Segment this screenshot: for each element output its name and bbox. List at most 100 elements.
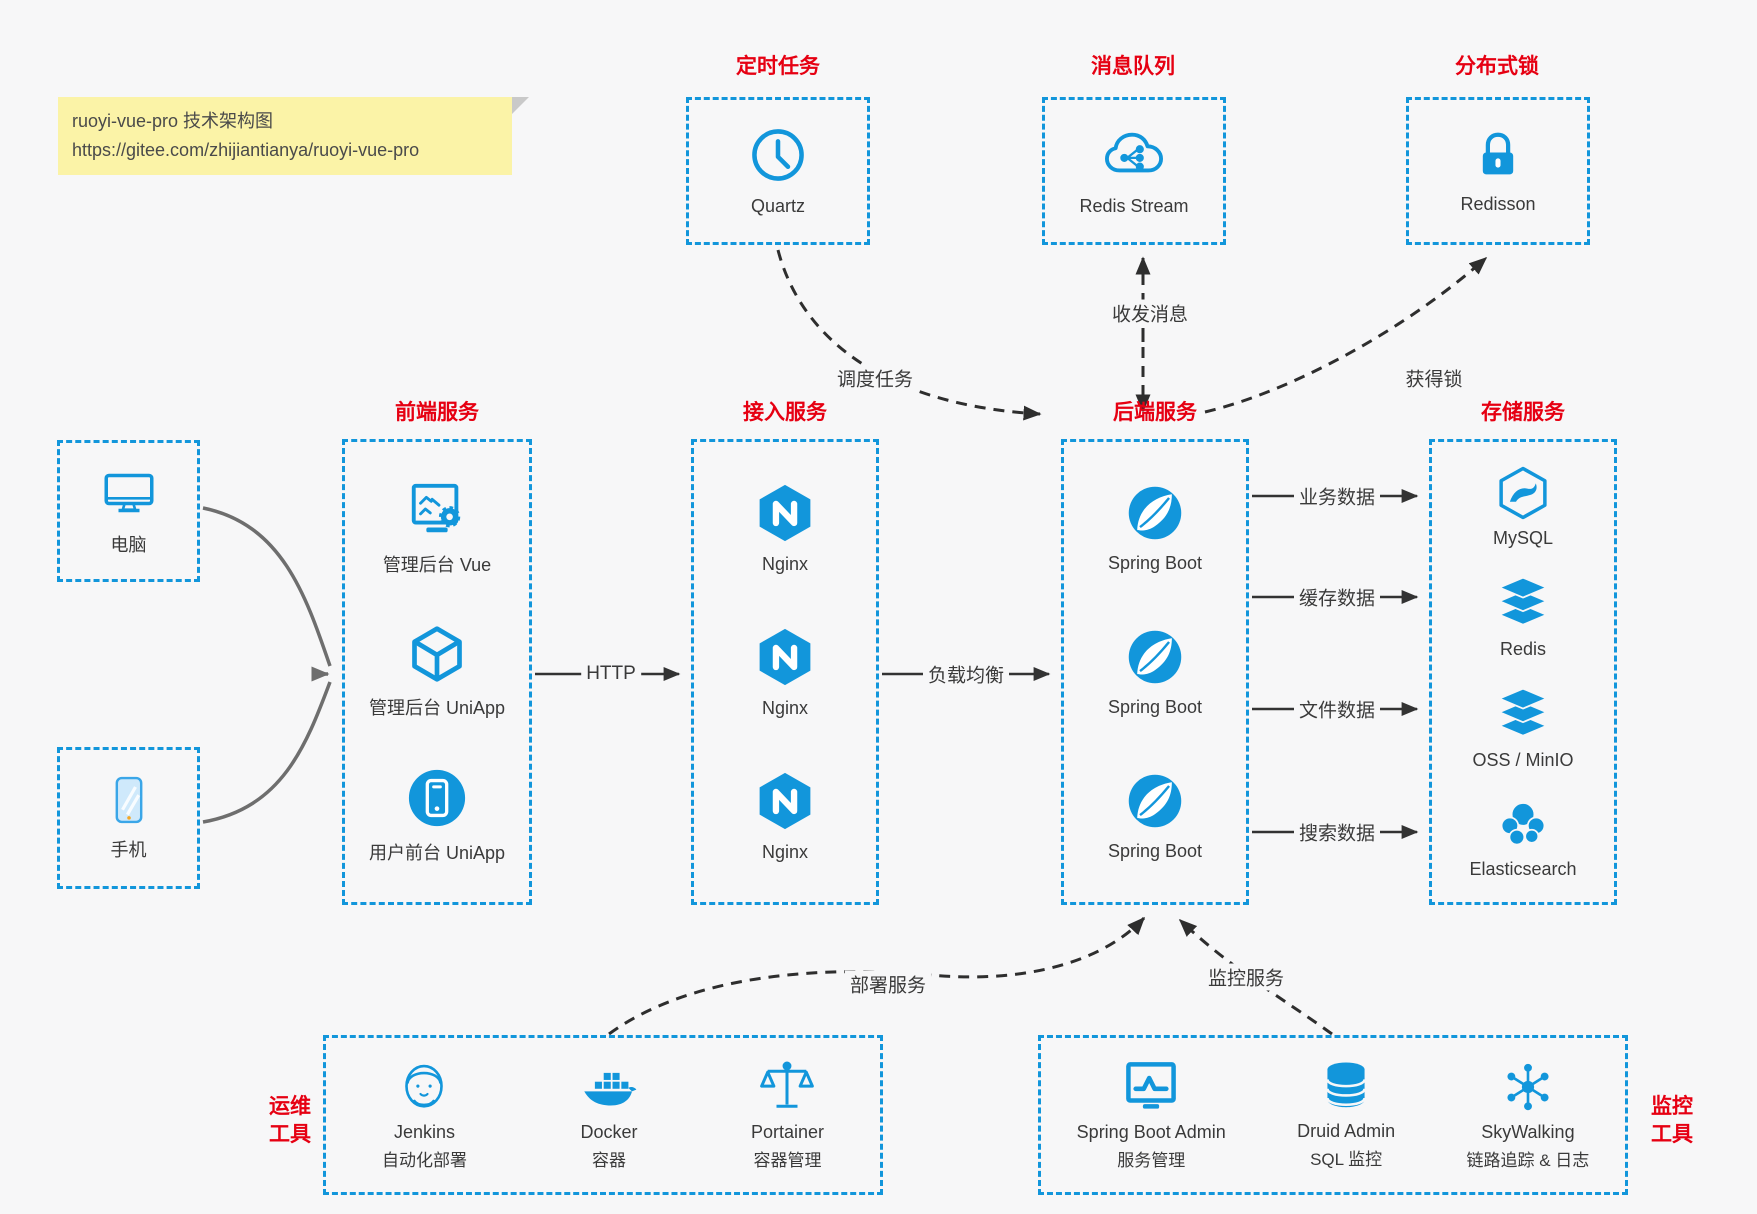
oss-minio-label: OSS / MinIO — [1472, 749, 1574, 770]
nginx-item: Nginx — [756, 770, 814, 863]
elasticsearch-cluster-icon — [1495, 796, 1551, 852]
nginx-item: Nginx — [756, 626, 814, 719]
backend-service-box: Spring Boot Spring Boot Spring Boot — [1061, 439, 1249, 905]
database-icon — [1319, 1060, 1373, 1114]
cloud-share-icon — [1103, 126, 1165, 184]
redisson-label: Redisson — [1460, 193, 1536, 214]
redis-stream-box: Redis Stream — [1042, 97, 1226, 245]
jenkins-icon — [396, 1059, 452, 1115]
edge-label-http: HTTP — [581, 663, 641, 685]
spring-boot-label: Spring Boot — [1107, 840, 1203, 861]
ops-tools-side-label: 运维 工具 — [269, 1095, 311, 1146]
ops-tools-box: Jenkins 自动化部署 Docker 容器 — [323, 1035, 883, 1195]
cube-icon — [407, 624, 467, 684]
vue-admin-label: 管理后台 Vue — [382, 555, 492, 576]
mobile-label: 手机 — [110, 840, 147, 860]
gateway-service-box: Nginx Nginx Nginx — [691, 439, 879, 905]
docker-desc: 容器 — [591, 1151, 626, 1170]
redisson-box: Redisson — [1406, 97, 1590, 245]
spring-boot-admin-desc: 服务管理 — [1117, 1151, 1186, 1170]
nginx-label: Nginx — [761, 553, 809, 574]
mysql-label: MySQL — [1492, 527, 1553, 548]
note-url: https://gitee.com/zhijiantianya/ruoyi-vu… — [72, 139, 420, 160]
edge-label-cache-data: 缓存数据 — [1293, 583, 1381, 611]
druid-admin-name: Druid Admin — [1297, 1121, 1396, 1141]
jenkins-item: Jenkins 自动化部署 — [382, 1059, 467, 1171]
section-title-scheduler: 定时任务 — [736, 55, 820, 78]
redis-item: Redis — [1494, 574, 1552, 660]
pc-label: 电脑 — [110, 535, 147, 555]
mobile-client-box: 手机 — [57, 747, 200, 889]
desktop-icon — [101, 465, 157, 521]
lock-icon — [1471, 128, 1525, 182]
docker-icon — [579, 1059, 639, 1115]
nginx-label: Nginx — [761, 841, 809, 862]
skywalking-desc: 链路追踪 & 日志 — [1466, 1151, 1590, 1170]
nginx-label: Nginx — [761, 697, 809, 718]
section-title-frontend: 前端服务 — [395, 401, 479, 424]
edge-label-search-data: 搜索数据 — [1293, 818, 1381, 846]
monitor-tools-box: Spring Boot Admin 服务管理 Druid Admin SQL 监… — [1038, 1035, 1628, 1195]
phone-circle-icon — [406, 767, 468, 829]
edge-label-file-data: 文件数据 — [1293, 695, 1381, 723]
spring-leaf-icon — [1125, 483, 1185, 543]
edge-label-deploy: 部署服务 — [844, 970, 932, 998]
quartz-box: Quartz — [686, 97, 870, 245]
section-title-mq: 消息队列 — [1091, 55, 1175, 78]
admin-dashboard-gear-icon — [406, 479, 468, 541]
edge-label-schedule: 调度任务 — [831, 364, 919, 392]
jenkins-name: Jenkins — [393, 1122, 455, 1142]
oss-minio-item: OSS / MinIO — [1472, 685, 1574, 771]
quartz-label: Quartz — [750, 195, 806, 216]
frontend-service-box: 管理后台 Vue 管理后台 UniApp 用户前台 UniApp — [342, 439, 532, 905]
edge-label-lock: 获得锁 — [1400, 364, 1468, 392]
spring-leaf-icon — [1125, 771, 1185, 831]
elasticsearch-item: Elasticsearch — [1469, 796, 1577, 880]
uniapp-user-item: 用户前台 UniApp — [369, 767, 505, 865]
mysql-icon — [1495, 465, 1551, 521]
spring-boot-item: Spring Boot — [1108, 483, 1202, 574]
uniapp-user-label: 用户前台 UniApp — [368, 842, 506, 863]
skywalking-item: SkyWalking 链路追踪 & 日志 — [1466, 1059, 1590, 1171]
mysql-item: MySQL — [1493, 465, 1553, 549]
uniapp-admin-label: 管理后台 UniApp — [368, 697, 506, 718]
spring-leaf-icon — [1125, 627, 1185, 687]
spring-boot-label: Spring Boot — [1107, 696, 1203, 717]
redis-stream-label: Redis Stream — [1079, 195, 1189, 216]
stacked-layers-icon — [1494, 685, 1552, 743]
sticky-note: ruoyi-vue-pro 技术架构图 https://gitee.com/zh… — [58, 97, 529, 175]
spring-boot-admin-item: Spring Boot Admin 服务管理 — [1077, 1059, 1226, 1171]
nginx-item: Nginx — [756, 482, 814, 575]
uniapp-admin-item: 管理后台 UniApp — [369, 624, 505, 720]
spring-boot-item: Spring Boot — [1108, 627, 1202, 718]
section-title-lock: 分布式锁 — [1455, 55, 1539, 78]
portainer-item: Portainer 容器管理 — [751, 1059, 824, 1171]
section-title-gateway: 接入服务 — [743, 401, 827, 424]
skywalking-name: SkyWalking — [1481, 1122, 1575, 1142]
clock-icon — [749, 126, 807, 184]
spring-boot-label: Spring Boot — [1107, 552, 1203, 573]
section-title-backend: 后端服务 — [1113, 401, 1197, 424]
nginx-icon — [756, 770, 814, 832]
spring-boot-admin-name: Spring Boot Admin — [1076, 1122, 1226, 1142]
nginx-icon — [756, 482, 814, 544]
pc-client-box: 电脑 — [57, 440, 200, 582]
monitor-chart-icon — [1122, 1059, 1180, 1115]
docker-name: Docker — [580, 1122, 638, 1142]
druid-admin-desc: SQL 监控 — [1310, 1150, 1383, 1169]
scales-icon — [759, 1059, 815, 1115]
portainer-name: Portainer — [750, 1122, 824, 1142]
jenkins-desc: 自动化部署 — [381, 1151, 467, 1170]
stacked-layers-icon — [1494, 574, 1552, 632]
spring-boot-item: Spring Boot — [1108, 771, 1202, 862]
redis-label: Redis — [1499, 638, 1547, 659]
nginx-icon — [756, 626, 814, 688]
edge-label-monitor: 监控服务 — [1202, 963, 1290, 991]
storage-service-box: MySQL Redis OSS / MinIO — [1429, 439, 1617, 905]
elasticsearch-label: Elasticsearch — [1469, 858, 1577, 879]
docker-item: Docker 容器 — [579, 1059, 639, 1171]
monitor-tools-side-label: 监控 工具 — [1651, 1095, 1693, 1146]
mobile-icon — [103, 774, 155, 826]
section-title-storage: 存储服务 — [1481, 401, 1565, 424]
note-title: ruoyi-vue-pro 技术架构图 — [72, 111, 274, 131]
